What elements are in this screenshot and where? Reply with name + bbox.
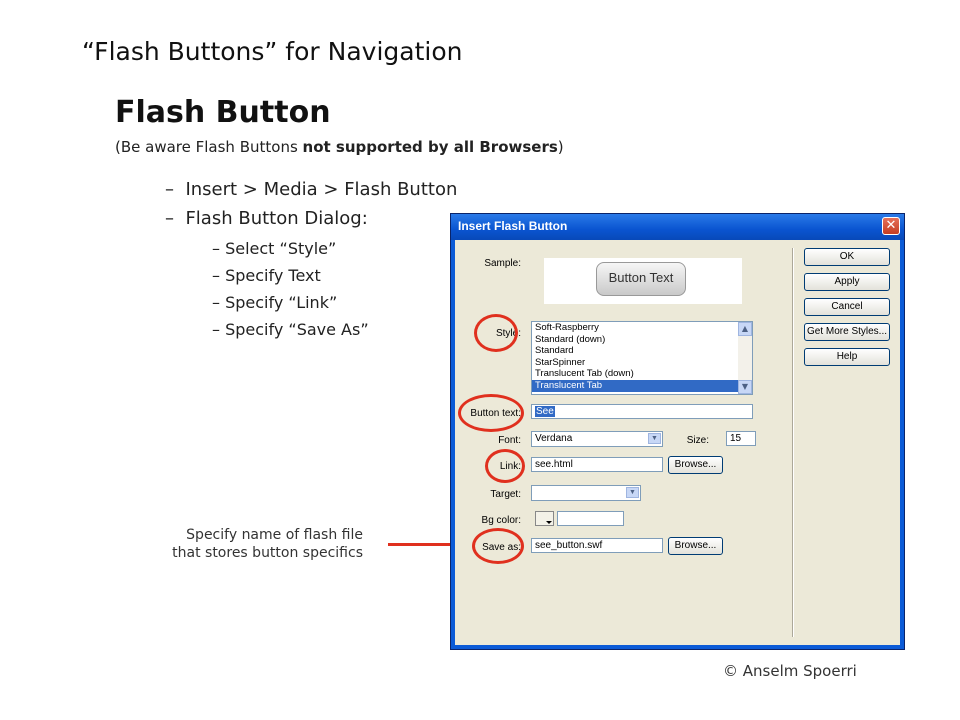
sample-preview: Button Text [544, 258, 742, 304]
color-picker-swatch[interactable] [535, 511, 554, 526]
cancel-button[interactable]: Cancel [804, 298, 890, 316]
style-option[interactable]: Standard [535, 345, 574, 357]
chevron-down-icon[interactable]: ▼ [626, 487, 639, 498]
bullet-dash: – [165, 208, 174, 229]
copyright-text: © Anselm Spoerri [723, 662, 857, 680]
target-label: Target: [490, 489, 521, 500]
dialog-title: Insert Flash Button [458, 219, 568, 233]
slide-title: “Flash Buttons” for Navigation [82, 37, 463, 66]
style-option[interactable]: Translucent Tab (down) [535, 368, 634, 380]
style-highlight-circle [474, 314, 518, 352]
save-as-input[interactable]: see_button.swf [531, 538, 663, 553]
save-as-caption: Specify name of flash file that stores b… [143, 526, 363, 562]
scroll-down-icon[interactable]: ▼ [738, 380, 752, 394]
save-as-highlight-circle [472, 528, 524, 564]
sub-bullet-text: Specify “Link” [225, 293, 338, 312]
chevron-down-icon[interactable]: ▼ [648, 433, 661, 444]
size-input[interactable]: 15 [726, 431, 756, 446]
caption-line: that stores button specifics [172, 545, 363, 561]
save-as-browse-button[interactable]: Browse... [668, 537, 723, 555]
style-option-selected[interactable]: Translucent Tab [532, 379, 752, 392]
browser-support-note: (Be aware Flash Buttons not supported by… [115, 138, 564, 156]
ok-button[interactable]: OK [804, 248, 890, 266]
sub-bullet-dash: – [212, 266, 220, 285]
dialog-client: Sample: Button Text Style: Soft-Raspberr… [455, 240, 900, 645]
target-select[interactable]: ▼ [531, 485, 641, 501]
sub-bullet-dash: – [212, 293, 220, 312]
sample-label: Sample: [484, 258, 521, 269]
note-prefix: (Be aware Flash Buttons [115, 138, 303, 156]
sub-bullet-item: – Specify “Link” [212, 293, 337, 312]
font-value: Verdana [535, 433, 573, 444]
dialog-titlebar[interactable]: Insert Flash Button ✕ [451, 214, 904, 240]
style-listbox[interactable]: Soft-Raspberry Standard (down) Standard … [531, 321, 753, 395]
note-suffix: ) [557, 138, 564, 156]
link-browse-button[interactable]: Browse... [668, 456, 723, 474]
scroll-up-icon[interactable]: ▲ [738, 322, 752, 336]
close-button[interactable]: ✕ [882, 217, 900, 235]
font-label: Font: [498, 435, 521, 446]
sub-bullet-item: – Select “Style” [212, 239, 336, 258]
bullet-text: Insert > Media > Flash Button [185, 179, 458, 200]
sub-bullet-text: Specify “Save As” [225, 320, 369, 339]
link-highlight-circle [485, 449, 525, 483]
help-button[interactable]: Help [804, 348, 890, 366]
section-heading: Flash Button [115, 95, 331, 130]
bullet-dash: – [165, 179, 174, 200]
bg-color-input[interactable] [557, 511, 624, 526]
link-input[interactable]: see.html [531, 457, 663, 472]
style-option[interactable]: StarSpinner [535, 356, 586, 368]
caption-line: Specify name of flash file [186, 527, 363, 543]
sub-bullet-dash: – [212, 320, 220, 339]
sub-bullet-text: Specify Text [225, 266, 321, 285]
sub-bullet-item: – Specify Text [212, 266, 321, 285]
button-text-value: See [535, 406, 555, 417]
insert-flash-button-dialog: Insert Flash Button ✕ Sample: Button Tex… [450, 213, 905, 650]
font-select[interactable]: Verdana ▼ [531, 431, 663, 447]
bullet-item: – Flash Button Dialog: [165, 208, 368, 229]
note-bold: not supported by all Browsers [302, 138, 558, 156]
button-text-highlight-circle [458, 394, 524, 432]
sub-bullet-dash: – [212, 239, 220, 258]
size-label: Size: [686, 435, 709, 446]
get-more-styles-button[interactable]: Get More Styles... [804, 323, 890, 341]
apply-button[interactable]: Apply [804, 273, 890, 291]
bullet-item: – Insert > Media > Flash Button [165, 179, 457, 200]
vertical-separator [792, 248, 794, 637]
style-option[interactable]: Standard (down) [535, 333, 606, 345]
pointer-line [388, 543, 472, 546]
bg-color-label: Bg color: [481, 515, 521, 526]
sub-bullet-text: Select “Style” [225, 239, 337, 258]
style-scrollbar[interactable]: ▲ ▼ [738, 322, 752, 394]
button-text-input[interactable]: See [531, 404, 753, 419]
style-option[interactable]: Soft-Raspberry [535, 322, 599, 333]
sub-bullet-item: – Specify “Save As” [212, 320, 369, 339]
sample-button: Button Text [596, 262, 686, 296]
bullet-text: Flash Button Dialog: [185, 208, 368, 229]
